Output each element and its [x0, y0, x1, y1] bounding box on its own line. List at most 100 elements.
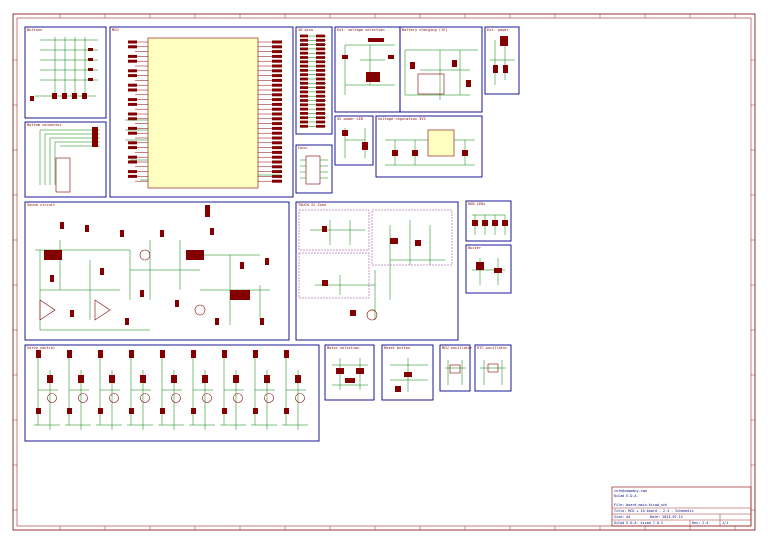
- block-title: MCU: [112, 28, 119, 32]
- block-sound: Sound circuit: [24, 201, 290, 341]
- block-mcu: MCU: [109, 26, 294, 198]
- title-block-sheet: 1/1: [722, 521, 728, 525]
- block-title: Reset button: [384, 346, 410, 350]
- servo-connector: [160, 350, 165, 358]
- sound-component: [265, 258, 269, 265]
- net-label: [272, 45, 282, 49]
- io-net-label: [316, 107, 325, 111]
- servo-capacitor: [284, 408, 289, 414]
- servo-connector: [222, 350, 227, 358]
- servo-connector: [129, 350, 134, 358]
- servo-connector: [67, 350, 72, 358]
- net-label: [272, 131, 282, 135]
- title-block-size: Size: A4: [614, 515, 630, 519]
- block-title: Motor selection: [327, 346, 359, 350]
- io-net-label: [300, 43, 308, 46]
- block-battery-charging: Battery charging (1S): [399, 26, 483, 113]
- net-label: [128, 59, 137, 63]
- net-label: [272, 78, 282, 82]
- block-title: Voltage regulation 3V3: [378, 117, 426, 121]
- io-net-label: [300, 120, 308, 124]
- io-net-label: [316, 81, 325, 85]
- servo-wire: [251, 356, 277, 430]
- io-net-label: [300, 38, 308, 42]
- block-title: Conn.: [298, 146, 309, 150]
- block-title: RGB LEDs: [468, 202, 485, 206]
- net-label: [128, 54, 137, 58]
- io-net-label: [300, 90, 308, 94]
- io-net-label: [316, 56, 325, 59]
- sound-component: [120, 230, 124, 237]
- io-net-label: [316, 60, 325, 64]
- net-label: [272, 174, 282, 178]
- block-title: Ext. power: [487, 28, 509, 32]
- servo-wire: [65, 356, 91, 430]
- servo-resistor: [233, 375, 239, 383]
- io-net-label: [300, 60, 308, 64]
- net-label: [272, 102, 282, 106]
- io-net-label: [300, 103, 308, 107]
- net-label: [272, 117, 282, 121]
- sound-component: [175, 300, 179, 307]
- net-label: [272, 136, 282, 140]
- net-label: [272, 179, 282, 183]
- block-power-led: 5V power LED: [334, 115, 374, 166]
- block-rgb: RGB LEDs: [465, 200, 512, 242]
- sheet-frame-outer: [12, 13, 756, 531]
- io-net-label: [316, 51, 325, 55]
- mcu-ic-body: [147, 37, 259, 189]
- servo-transistor: [109, 393, 119, 403]
- net-label: [272, 40, 282, 44]
- block-voltage-regulation: Voltage regulation 3V3: [375, 115, 483, 178]
- io-net-label: [316, 86, 325, 89]
- block-bottom-connector: Bottom connector: [24, 121, 107, 198]
- block-touch: TOUCH IC Zone: [295, 201, 459, 341]
- block-mcu-oscillator: MCU oscillator: [439, 344, 473, 392]
- io-net-label: [300, 112, 308, 115]
- net-label: [272, 93, 282, 97]
- block-title: Buttons: [27, 28, 42, 32]
- io-net-label: [300, 107, 308, 111]
- block-title: TOUCH IC Zone: [298, 203, 326, 207]
- net-label: [128, 170, 137, 174]
- net-label: [128, 102, 137, 106]
- servo-connector: [36, 350, 41, 358]
- io-net-label: [316, 38, 325, 42]
- servo-resistor: [109, 375, 115, 383]
- io-net-label: [300, 99, 308, 102]
- servo-transistor: [171, 393, 181, 403]
- title-block-rev: Rev: 2.4: [692, 521, 708, 525]
- servo-resistor: [78, 375, 84, 383]
- net-label: [128, 88, 137, 92]
- block-rtc-oscillator: RTC oscillator: [474, 344, 512, 392]
- title-block-date: Date: 2023-07-15: [650, 515, 683, 519]
- net-label: [272, 59, 282, 63]
- net-label: [272, 126, 282, 130]
- servo-connector: [284, 350, 289, 358]
- servo-wire: [189, 356, 215, 430]
- io-net-label: [316, 64, 325, 68]
- sound-component: [160, 230, 164, 237]
- block-motor: Motor selection: [324, 344, 375, 401]
- io-net-label: [316, 90, 325, 94]
- io-net-label: [316, 112, 325, 115]
- io-net-label: [316, 120, 325, 124]
- net-label: [128, 45, 137, 49]
- io-net-label: [316, 73, 325, 77]
- sound-component: [240, 262, 244, 269]
- block-buttons: Buttons: [24, 26, 107, 119]
- block-title: MCU oscillator: [442, 346, 473, 350]
- net-label: [272, 107, 282, 111]
- block-title: Buzzer: [468, 246, 482, 250]
- servo-capacitor: [253, 408, 258, 414]
- servo-transistor: [202, 393, 212, 403]
- net-label: [272, 83, 282, 87]
- servo-connector: [253, 350, 258, 358]
- sound-component: [60, 222, 64, 229]
- io-net-label: [300, 47, 308, 51]
- block-buzzer: Buzzer: [465, 244, 512, 294]
- net-label: [128, 40, 137, 44]
- title-block-title: Title: MCU + IO board - 2.4 - Schematic: [614, 509, 694, 513]
- servo-connector: [98, 350, 103, 358]
